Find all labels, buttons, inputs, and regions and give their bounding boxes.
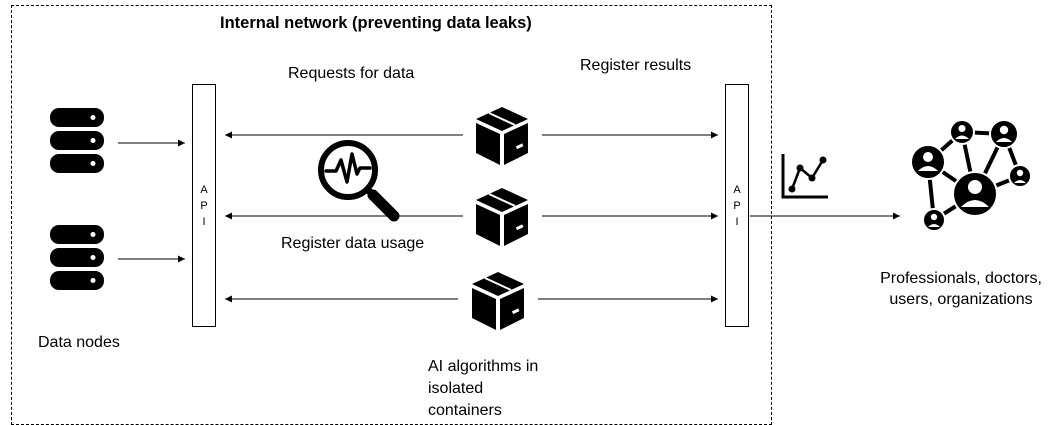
database-icon bbox=[50, 108, 104, 173]
connector-layer bbox=[118, 131, 900, 303]
box-icon bbox=[476, 188, 528, 246]
people-network-icon bbox=[910, 119, 1032, 232]
api-letter-a: A bbox=[733, 183, 741, 196]
magnifier-pulse-icon bbox=[318, 140, 400, 222]
ai-label-line-2: isolated bbox=[428, 380, 484, 397]
line-chart-icon bbox=[781, 154, 828, 199]
users-label-line-2: users, organizations bbox=[889, 291, 1033, 308]
box-icon bbox=[472, 272, 524, 330]
ai-algorithms-label: AI algorithms in isolated containers bbox=[428, 356, 538, 422]
requests-for-data-label: Requests for data bbox=[288, 65, 415, 82]
users-label-line-1: Professionals, doctors, bbox=[880, 270, 1042, 287]
register-results-label: Register results bbox=[580, 57, 692, 74]
ai-label-line-1: AI algorithms in bbox=[428, 358, 539, 375]
api-box-left: A P I bbox=[192, 84, 216, 327]
api-letter-p: P bbox=[733, 199, 741, 212]
box-icon bbox=[476, 107, 528, 165]
api-letter-a: A bbox=[200, 183, 208, 196]
api-letter-p: P bbox=[200, 199, 208, 212]
database-icon bbox=[50, 225, 104, 290]
register-data-usage-label: Register data usage bbox=[281, 235, 425, 252]
api-letter-i: I bbox=[735, 215, 739, 228]
ai-label-line-3: containers bbox=[428, 402, 502, 419]
users-label: Professionals, doctors, users, organizat… bbox=[872, 268, 1050, 310]
data-nodes-label: Data nodes bbox=[38, 334, 120, 351]
network-title: Internal network (preventing data leaks) bbox=[220, 14, 532, 32]
api-letter-i: I bbox=[202, 215, 206, 228]
api-box-right: A P I bbox=[725, 84, 749, 327]
